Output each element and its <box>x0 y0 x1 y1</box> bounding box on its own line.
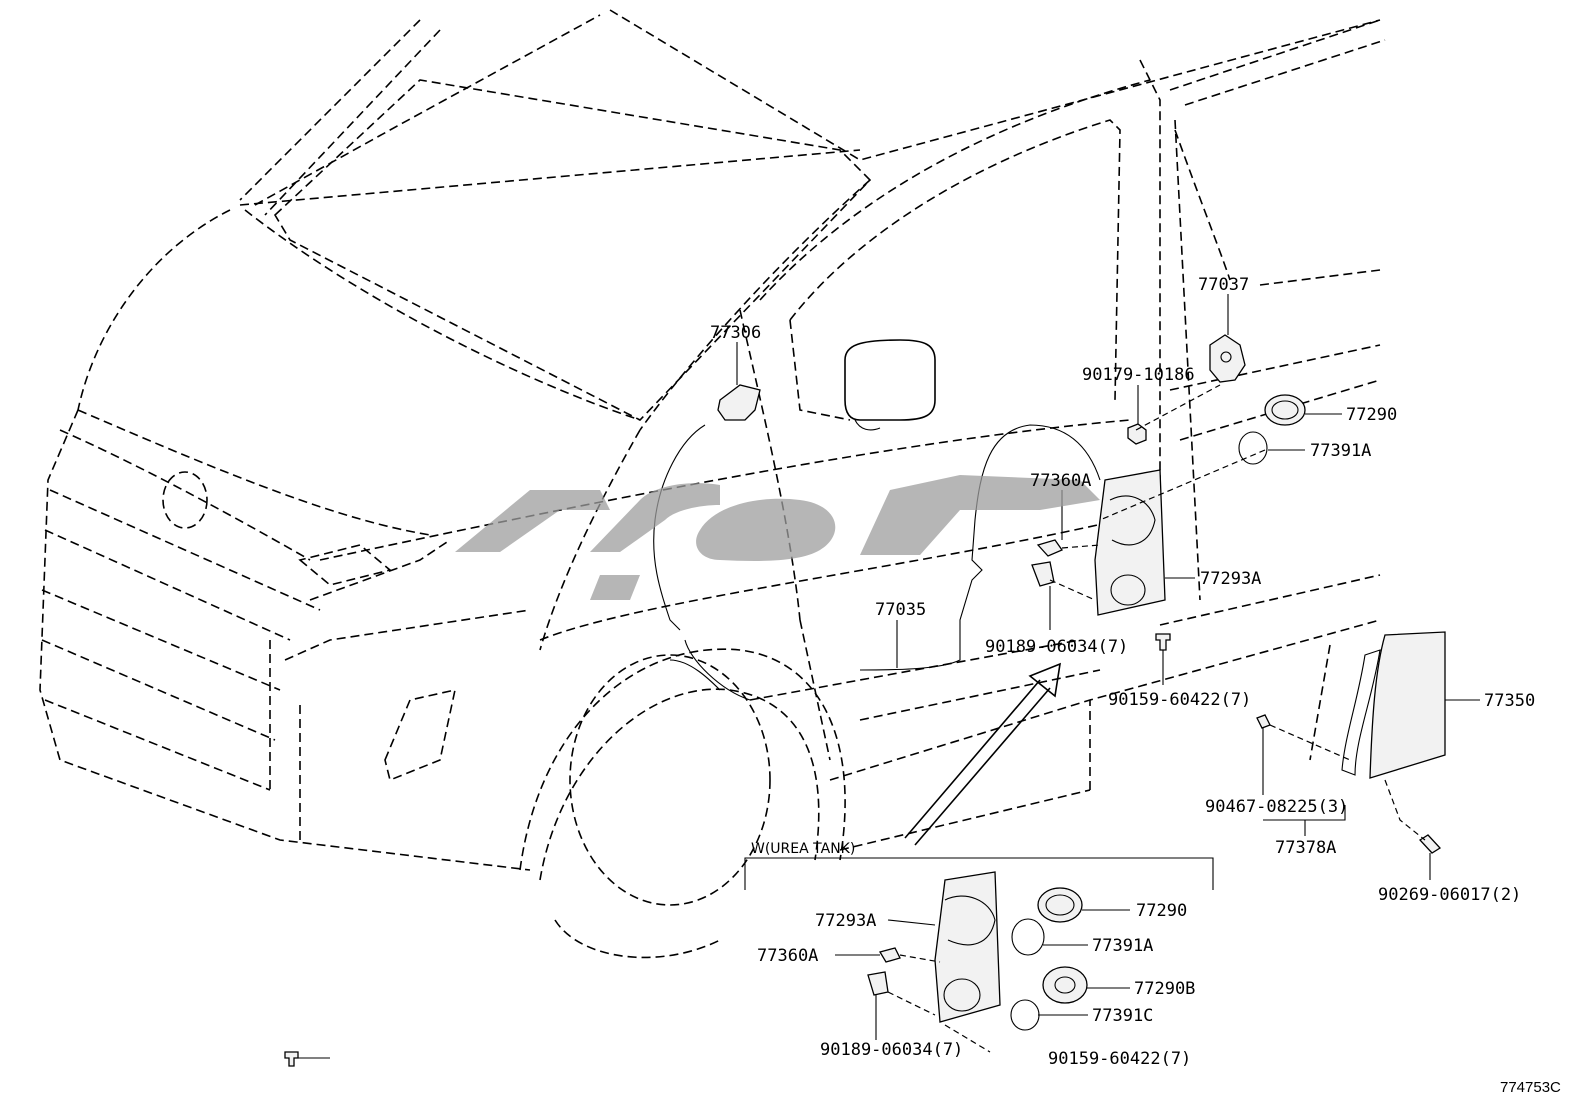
watermark-logo <box>455 475 1100 600</box>
part-90189-inset <box>867 971 889 996</box>
label-77290B: 77290B <box>1134 979 1195 999</box>
label-77350: 77350 <box>1484 691 1535 711</box>
part-90467 <box>1256 714 1271 729</box>
part-77391A-inset <box>1011 918 1045 956</box>
part-90179-10186 <box>1127 423 1147 445</box>
part-77290-main <box>1264 394 1306 426</box>
part-77391A-main <box>1238 431 1268 465</box>
label-77306: 77306 <box>710 323 761 343</box>
label-77391C: 77391C <box>1092 1006 1153 1026</box>
label-90159-inset: 90159-60422(7) <box>1048 1049 1191 1069</box>
label-77035: 77035 <box>875 600 926 620</box>
inset-title: W(UREA TANK) <box>751 841 855 857</box>
part-77360A-main <box>1036 539 1063 557</box>
label-77391A-inset: 77391A <box>1092 936 1153 956</box>
part-77350 <box>1369 631 1446 779</box>
part-77306 <box>717 384 761 421</box>
vehicle-outline <box>39 9 1386 959</box>
part-77293A-main <box>1094 469 1166 616</box>
label-90179-10186: 90179-10186 <box>1082 365 1195 385</box>
label-90189-main: 90189-06034(7) <box>985 637 1128 657</box>
label-90159-main: 90159-60422(7) <box>1108 690 1251 710</box>
part-77037 <box>1209 334 1246 383</box>
label-77391A-main: 77391A <box>1310 441 1371 461</box>
label-77290-main: 77290 <box>1346 405 1397 425</box>
part-labels: 77306 77037 90179-10186 77290 77391A 773… <box>710 275 1561 1096</box>
part-77391C <box>1010 999 1040 1031</box>
label-90189-inset: 90189-06034(7) <box>820 1040 963 1060</box>
leader-lines-main <box>736 294 1480 880</box>
parts-main <box>717 334 1446 854</box>
label-77360A-inset: 77360A <box>757 946 818 966</box>
label-77037: 77037 <box>1198 275 1249 295</box>
label-90467: 90467-08225(3) <box>1205 797 1348 817</box>
figure-id: 774753C <box>1500 1079 1561 1096</box>
part-77290B <box>1042 966 1088 1004</box>
part-77290-inset <box>1037 887 1083 923</box>
label-90269: 90269-06017(2) <box>1378 885 1521 905</box>
label-77378A: 77378A <box>1275 838 1336 858</box>
part-90159-main <box>1155 633 1171 651</box>
label-77360A-main: 77360A <box>1030 471 1091 491</box>
label-77290-inset: 77290 <box>1136 901 1187 921</box>
part-77360A-inset <box>878 947 901 963</box>
part-90189-main <box>1031 561 1055 587</box>
part-77293A-inset <box>934 871 1001 1023</box>
inset-urea-tank <box>284 857 1214 1067</box>
label-77293A-main: 77293A <box>1200 569 1261 589</box>
label-77293A-inset: 77293A <box>815 911 876 931</box>
